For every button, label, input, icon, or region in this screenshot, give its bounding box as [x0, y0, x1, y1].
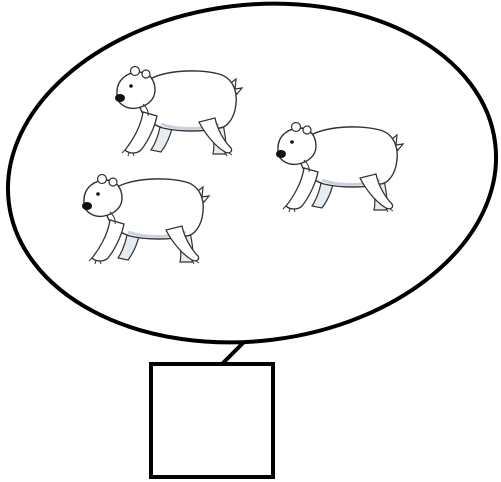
answer-box[interactable] — [151, 364, 273, 477]
thought-bubble — [0, 0, 501, 370]
bubble-connector — [222, 343, 243, 364]
